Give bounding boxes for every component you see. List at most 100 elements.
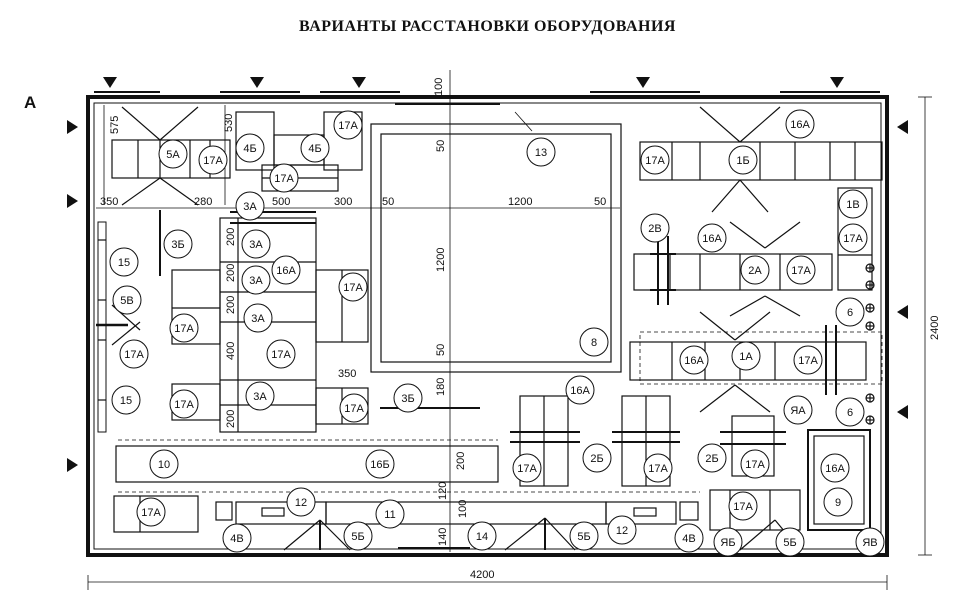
label-text: 16А [825, 463, 845, 475]
equipment-label-c1B: 1Б [728, 145, 758, 175]
equipment-label-c16A_2: 16А [697, 223, 727, 253]
label-text: 16А [570, 385, 590, 397]
label-circle [245, 381, 275, 411]
dim-col200-4: 200 [225, 410, 237, 428]
label-circle [169, 389, 199, 419]
equipment-label-c5B_1: 5Б [343, 521, 373, 551]
label-circle [579, 327, 609, 357]
equipment-label-c2B_2: 2Б [697, 443, 727, 473]
label-text: 17А [344, 403, 364, 415]
label-circle [786, 255, 816, 285]
dim-col200-3: 200 [225, 296, 237, 314]
outer-wall [86, 95, 889, 557]
label-circle [112, 285, 142, 315]
label-circle [643, 453, 673, 483]
dim-total-height: 2400 [929, 316, 941, 340]
equipment-label-c17A_14: 17А [512, 453, 542, 483]
label-circle [838, 223, 868, 253]
equipment-label-c17A_6: 17А [786, 255, 816, 285]
equipment-label-c16A_4: 16А [679, 345, 709, 375]
equipment-label-c14: 14 [467, 521, 497, 551]
dim-v1200: 1200 [435, 248, 447, 272]
equipment-label-c3A_1: 3А [235, 191, 265, 221]
label-text: 1Б [736, 155, 749, 167]
label-text: 6 [847, 307, 853, 319]
dim-col200-2: 200 [225, 264, 237, 282]
label-text: 10 [158, 459, 170, 471]
equipment-label-c3A_5: 3А [245, 381, 275, 411]
equipment-9-inner [813, 435, 865, 525]
label-circle [119, 339, 149, 369]
label-circle [713, 527, 743, 557]
equipment-2A [633, 221, 833, 317]
equipment-label-cYaA: ЯА [783, 395, 813, 425]
label-circle [286, 487, 316, 517]
label-circle [149, 449, 179, 479]
equipment-label-c8: 8 [579, 327, 609, 357]
equipment-label-c1A: 1А [731, 341, 761, 371]
dim-50a: 50 [382, 196, 394, 208]
dim-col400: 400 [225, 342, 237, 360]
label-text: 15 [120, 395, 132, 407]
label-circle [607, 515, 637, 545]
equipment-label-c9: 9 [823, 487, 853, 517]
label-circle [271, 255, 301, 285]
label-circle [679, 345, 709, 375]
table-8 [380, 133, 612, 363]
sockets-6 [865, 263, 875, 425]
label-text: 17А [517, 463, 537, 475]
label-circle [333, 110, 363, 140]
label-text: 16Б [370, 459, 389, 471]
label-circle [674, 523, 704, 553]
label-circle [820, 453, 850, 483]
label-circle [775, 527, 805, 557]
label-circle [512, 453, 542, 483]
equipment-label-c2B_1: 2Б [582, 443, 612, 473]
equipment-1B [639, 106, 883, 213]
label-circle [241, 265, 271, 295]
label-text: 17А [733, 501, 753, 513]
dim-v180: 180 [435, 378, 447, 396]
equipment-label-c17A_3: 17А [269, 163, 299, 193]
equipment-label-c17A_11: 17А [169, 389, 199, 419]
label-text: 5В [120, 295, 133, 307]
dim-v140: 140 [437, 528, 449, 546]
label-circle [728, 491, 758, 521]
equipment-label-c17A_12: 17А [339, 393, 369, 423]
label-circle [565, 375, 595, 405]
dim-530: 530 [223, 114, 235, 132]
label-circle [640, 213, 670, 243]
equipment-label-c12_2: 12 [607, 515, 637, 545]
label-circle [338, 272, 368, 302]
equipment-label-c5A: 5А [158, 139, 188, 169]
equipment-label-c17A_1: 17А [198, 145, 228, 175]
label-text: 17А [271, 349, 291, 361]
page-title: ВАРИАНТЫ РАССТАНОВКИ ОБОРУДОВАНИЯ [299, 18, 676, 35]
leader-13 [514, 111, 533, 132]
dim-500: 500 [272, 196, 290, 208]
equipment-label-c17A_15: 17А [643, 453, 673, 483]
equipment-label-c2A: 2А [740, 255, 770, 285]
label-text: 17А [174, 323, 194, 335]
equipment-label-c3A_4: 3А [243, 303, 273, 333]
label-text: 12 [295, 497, 307, 509]
label-circle [365, 449, 395, 479]
label-text: 17А [343, 282, 363, 294]
label-text: 17А [203, 155, 223, 167]
label-text: 2В [648, 223, 661, 235]
equipment-label-c12_1: 12 [286, 487, 316, 517]
label-circle [158, 139, 188, 169]
label-text: 2А [748, 265, 762, 277]
label-text: 16А [702, 233, 722, 245]
label-text: 5Б [351, 531, 364, 543]
equipment-label-c4B_2: 4Б [300, 133, 330, 163]
label-circle [640, 145, 670, 175]
equipment-label-c3B_1: 3Б [163, 229, 193, 259]
equipment-label-cYaV: ЯВ [855, 527, 885, 557]
label-circle [740, 255, 770, 285]
label-circle [339, 393, 369, 423]
dim-total-width: 4200 [470, 569, 494, 581]
equipment-label-c16B: 16Б [365, 449, 395, 479]
equipment-label-c17A_7: 17А [169, 313, 199, 343]
label-circle [467, 521, 497, 551]
